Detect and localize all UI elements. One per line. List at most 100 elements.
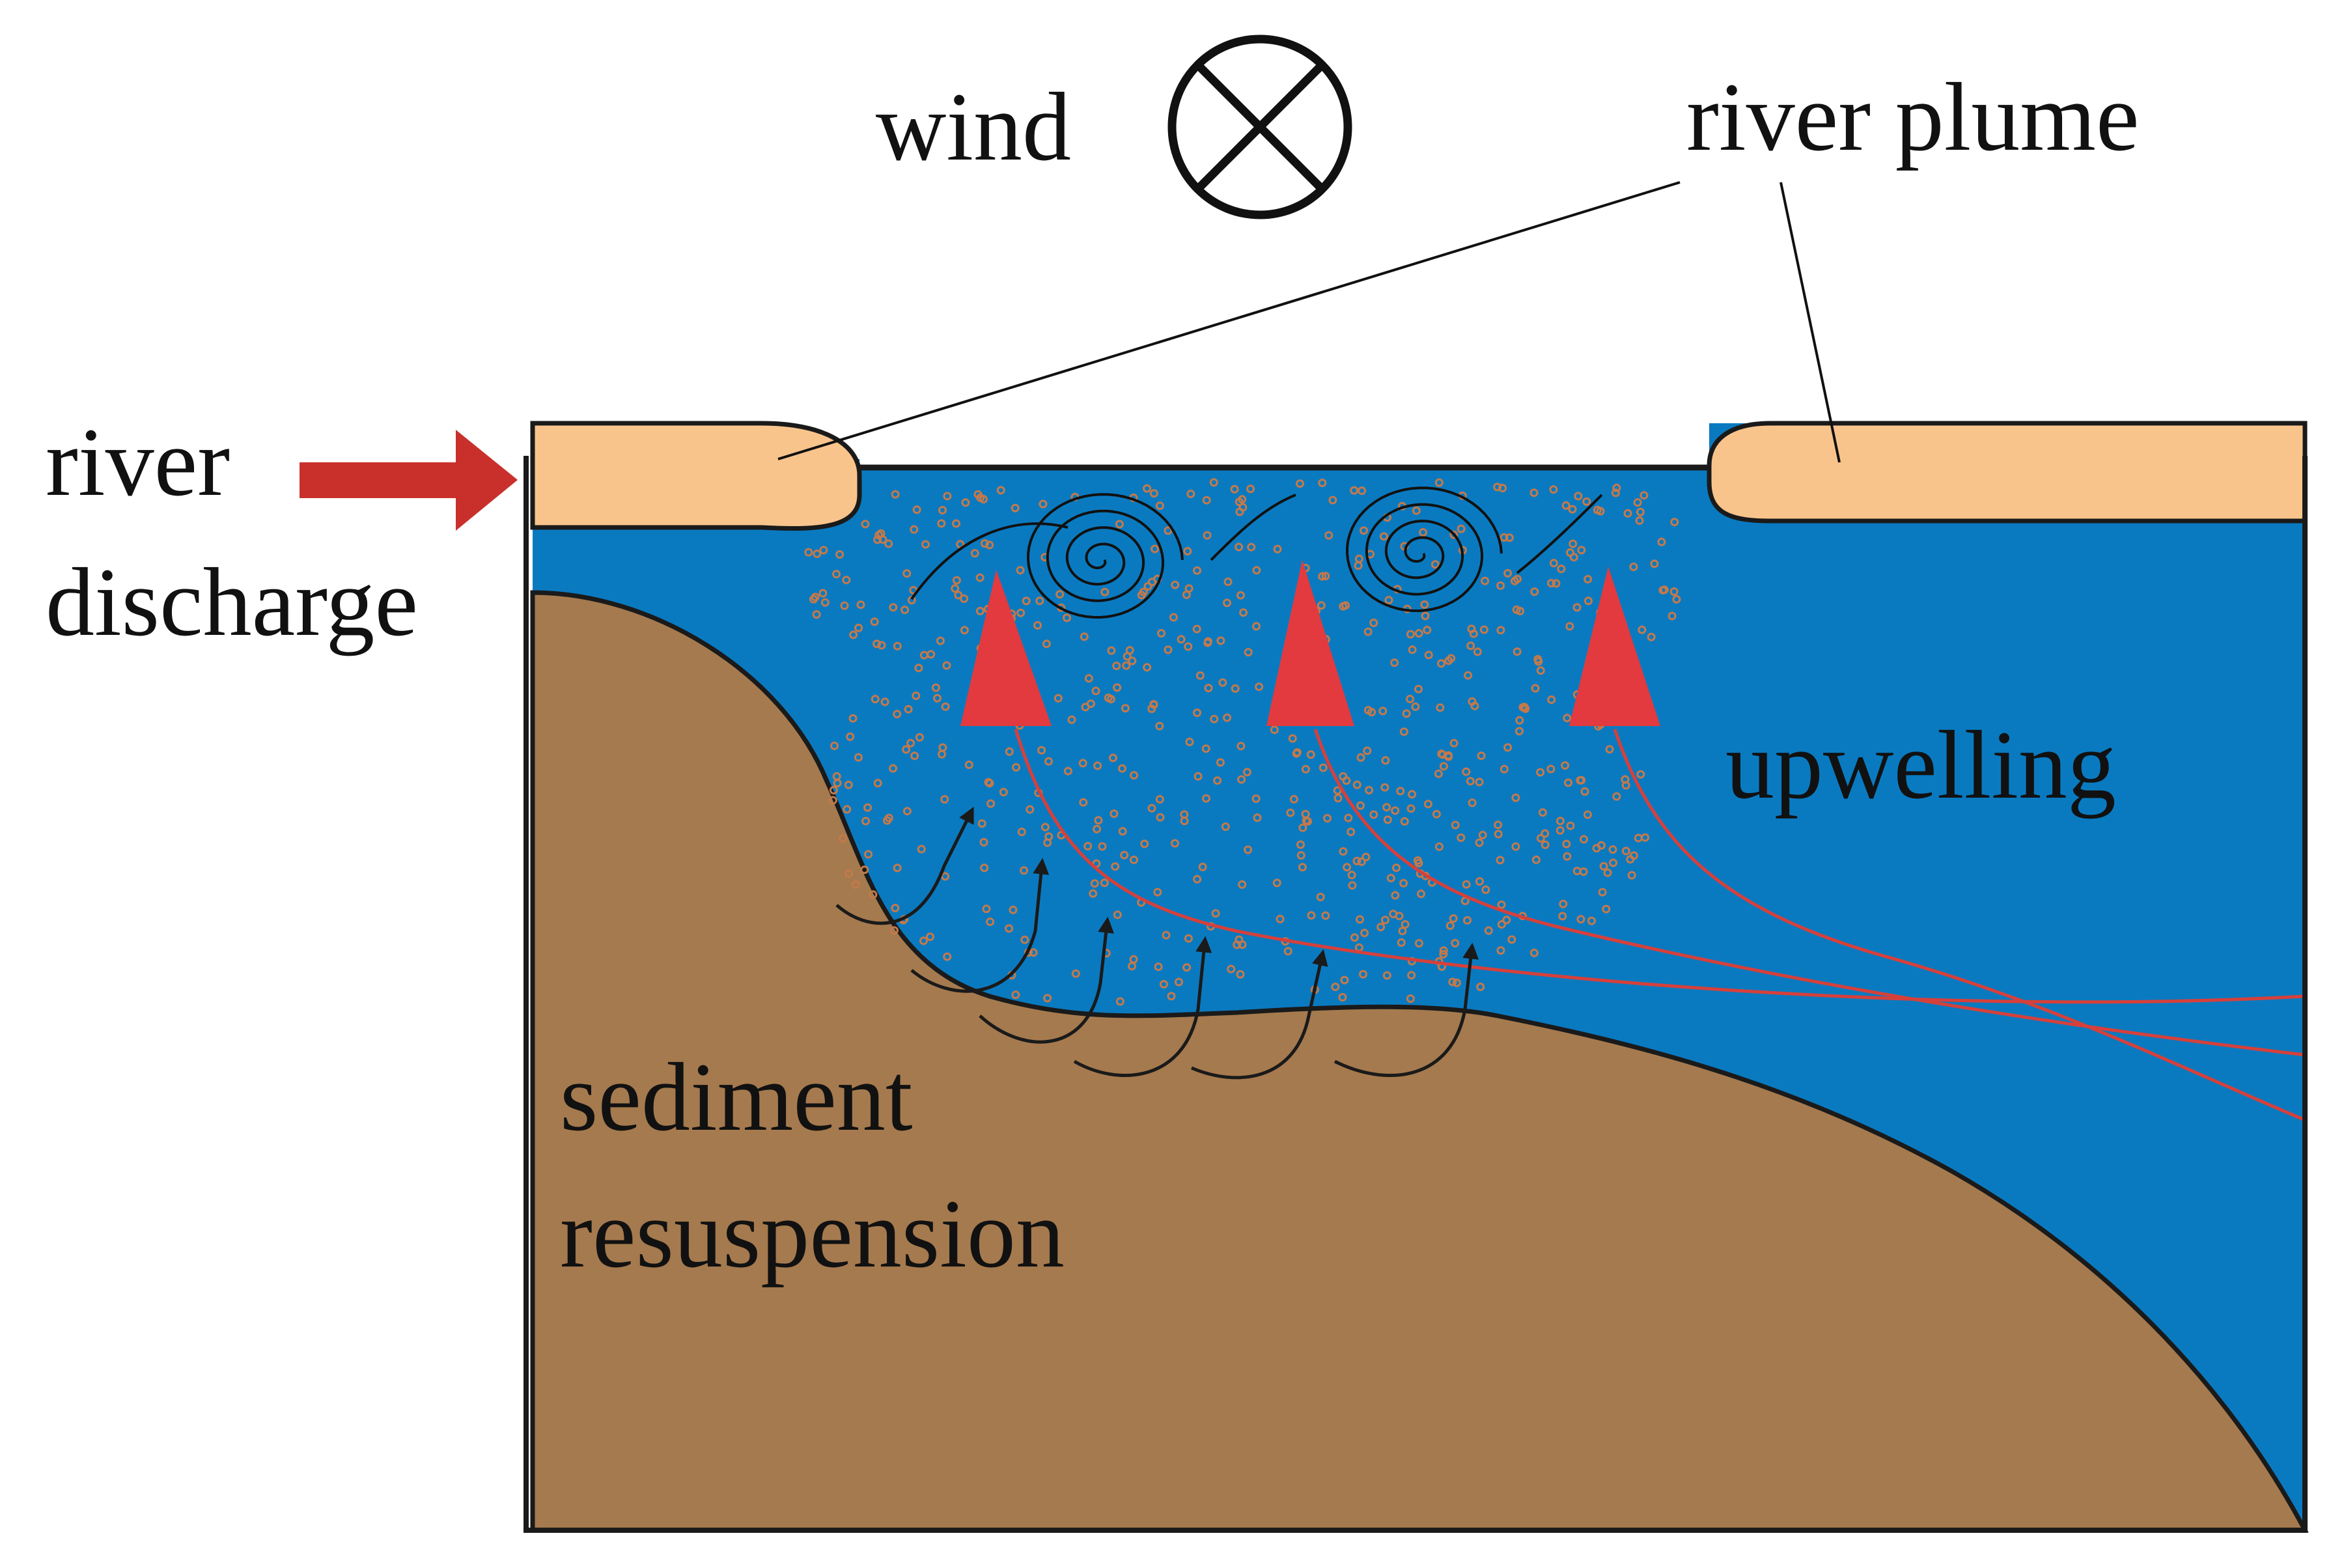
sediment-particle: [1347, 871, 1356, 880]
upwelling-label: upwelling: [1725, 711, 2116, 819]
sediment-particle: [1026, 805, 1035, 814]
sediment-particle: [1044, 757, 1053, 766]
sediment-particle: [1354, 561, 1363, 570]
sediment-particle: [975, 573, 984, 582]
sediment-particle: [1063, 613, 1071, 623]
sediment-particle: [1216, 636, 1225, 645]
sediment-particle: [1283, 947, 1292, 956]
sediment-particle: [1186, 490, 1195, 498]
sediment-particle: [1514, 727, 1524, 736]
sediment-particle: [1193, 875, 1202, 884]
sediment-particle: [1273, 544, 1282, 553]
sediment-particle: [904, 705, 913, 714]
sediment-particle: [1292, 748, 1302, 757]
circle-cross-icon: [1167, 35, 1352, 219]
sediment-particle: [1288, 734, 1297, 743]
sediment-particle: [1244, 648, 1253, 657]
sediment-particle: [1350, 486, 1359, 495]
sediment-particle: [893, 641, 902, 651]
sediment-particle: [1536, 768, 1545, 777]
sediment-particle: [977, 819, 986, 828]
sediment-particle: [1406, 994, 1415, 1003]
sediment-particle: [1503, 568, 1513, 578]
sediment-particle: [877, 641, 886, 650]
sediment-particle: [1236, 591, 1245, 600]
sediment-particle: [1584, 575, 1593, 583]
sediment-particle: [1236, 970, 1245, 979]
sediment-particle: [828, 796, 837, 805]
sediment-particle: [970, 549, 979, 558]
sediment-particle: [1011, 990, 1020, 1000]
sediment-particle: [1298, 823, 1307, 832]
sediment-particle: [1566, 821, 1575, 830]
sediment-particle: [1093, 824, 1102, 833]
sediment-particle: [1184, 642, 1193, 651]
sediment-particle: [1143, 581, 1152, 591]
sediment-particle: [973, 490, 983, 499]
sediment-particle: [984, 777, 993, 787]
sediment-particle: [1466, 641, 1475, 651]
sediment-particle: [1318, 572, 1327, 581]
sediment-particle: [889, 764, 897, 773]
sediment-particle: [873, 535, 882, 544]
sediment-particle: [1143, 663, 1152, 672]
sediment-particle: [1193, 708, 1201, 718]
sediment-particle: [1192, 624, 1201, 634]
sediment-particle: [1203, 638, 1212, 647]
sediment-particle: [940, 795, 949, 804]
sediment-particle: [1043, 994, 1052, 1003]
sediment-particle: [1669, 587, 1679, 596]
sediment-particle: [1112, 662, 1121, 671]
sediment-particle: [1593, 505, 1602, 514]
sediment-particle: [1417, 889, 1425, 899]
sediment-particle: [1386, 874, 1395, 882]
sediment-particle: [1496, 626, 1505, 635]
sediment-particle: [1408, 790, 1417, 799]
sediment-particle: [1323, 814, 1332, 823]
sediment-particle: [1255, 682, 1264, 692]
sediment-particle: [889, 603, 898, 612]
sediment-particle: [1423, 626, 1432, 634]
sediment-particle: [1040, 822, 1050, 832]
sediment-particle: [1091, 686, 1100, 695]
sediment-particle: [1333, 794, 1343, 803]
sediment-particle: [1558, 912, 1567, 921]
sediment-particle: [938, 743, 947, 752]
sediment-particle: [952, 576, 961, 585]
sediment-particle: [1569, 553, 1578, 562]
sediment-particle: [900, 606, 910, 615]
sediment-particle: [1360, 526, 1368, 535]
sediment-particle: [1476, 983, 1485, 991]
sediment-particle: [926, 932, 934, 942]
sediment-particle: [1054, 693, 1063, 703]
sediment-particle: [1033, 621, 1042, 630]
sediment-particle: [846, 732, 855, 741]
resuspension-arrow-3: [979, 916, 1115, 1044]
sediment-particle: [1583, 810, 1592, 819]
sediment-particle: [876, 529, 886, 538]
sediment-particle: [1164, 526, 1173, 535]
sediment-particle: [1042, 639, 1051, 649]
sediment-particle: [980, 539, 989, 548]
sediment-particle: [1384, 596, 1393, 605]
sediment-particle: [1020, 866, 1029, 875]
sediment-particle: [1182, 963, 1192, 972]
sediment-particle: [1473, 647, 1482, 656]
sediment-particle: [1423, 800, 1432, 809]
sediment-particle: [1039, 499, 1048, 509]
sediment-particle: [1020, 935, 1029, 944]
sediment-particle: [1236, 742, 1246, 751]
sediment-particle: [1098, 842, 1107, 851]
sediment-particle: [860, 865, 869, 875]
sediment-particle: [902, 745, 911, 754]
sediment-particle: [1549, 485, 1558, 494]
sediment-particle: [1202, 794, 1210, 803]
sediment-particle: [1475, 838, 1484, 847]
sediment-particle: [1580, 835, 1588, 844]
sediment-particle: [1534, 657, 1543, 666]
sediment-particle: [1414, 629, 1423, 638]
sediment-particle: [1121, 704, 1130, 713]
sediment-particle: [884, 539, 893, 548]
sediment-particle: [1462, 880, 1471, 889]
